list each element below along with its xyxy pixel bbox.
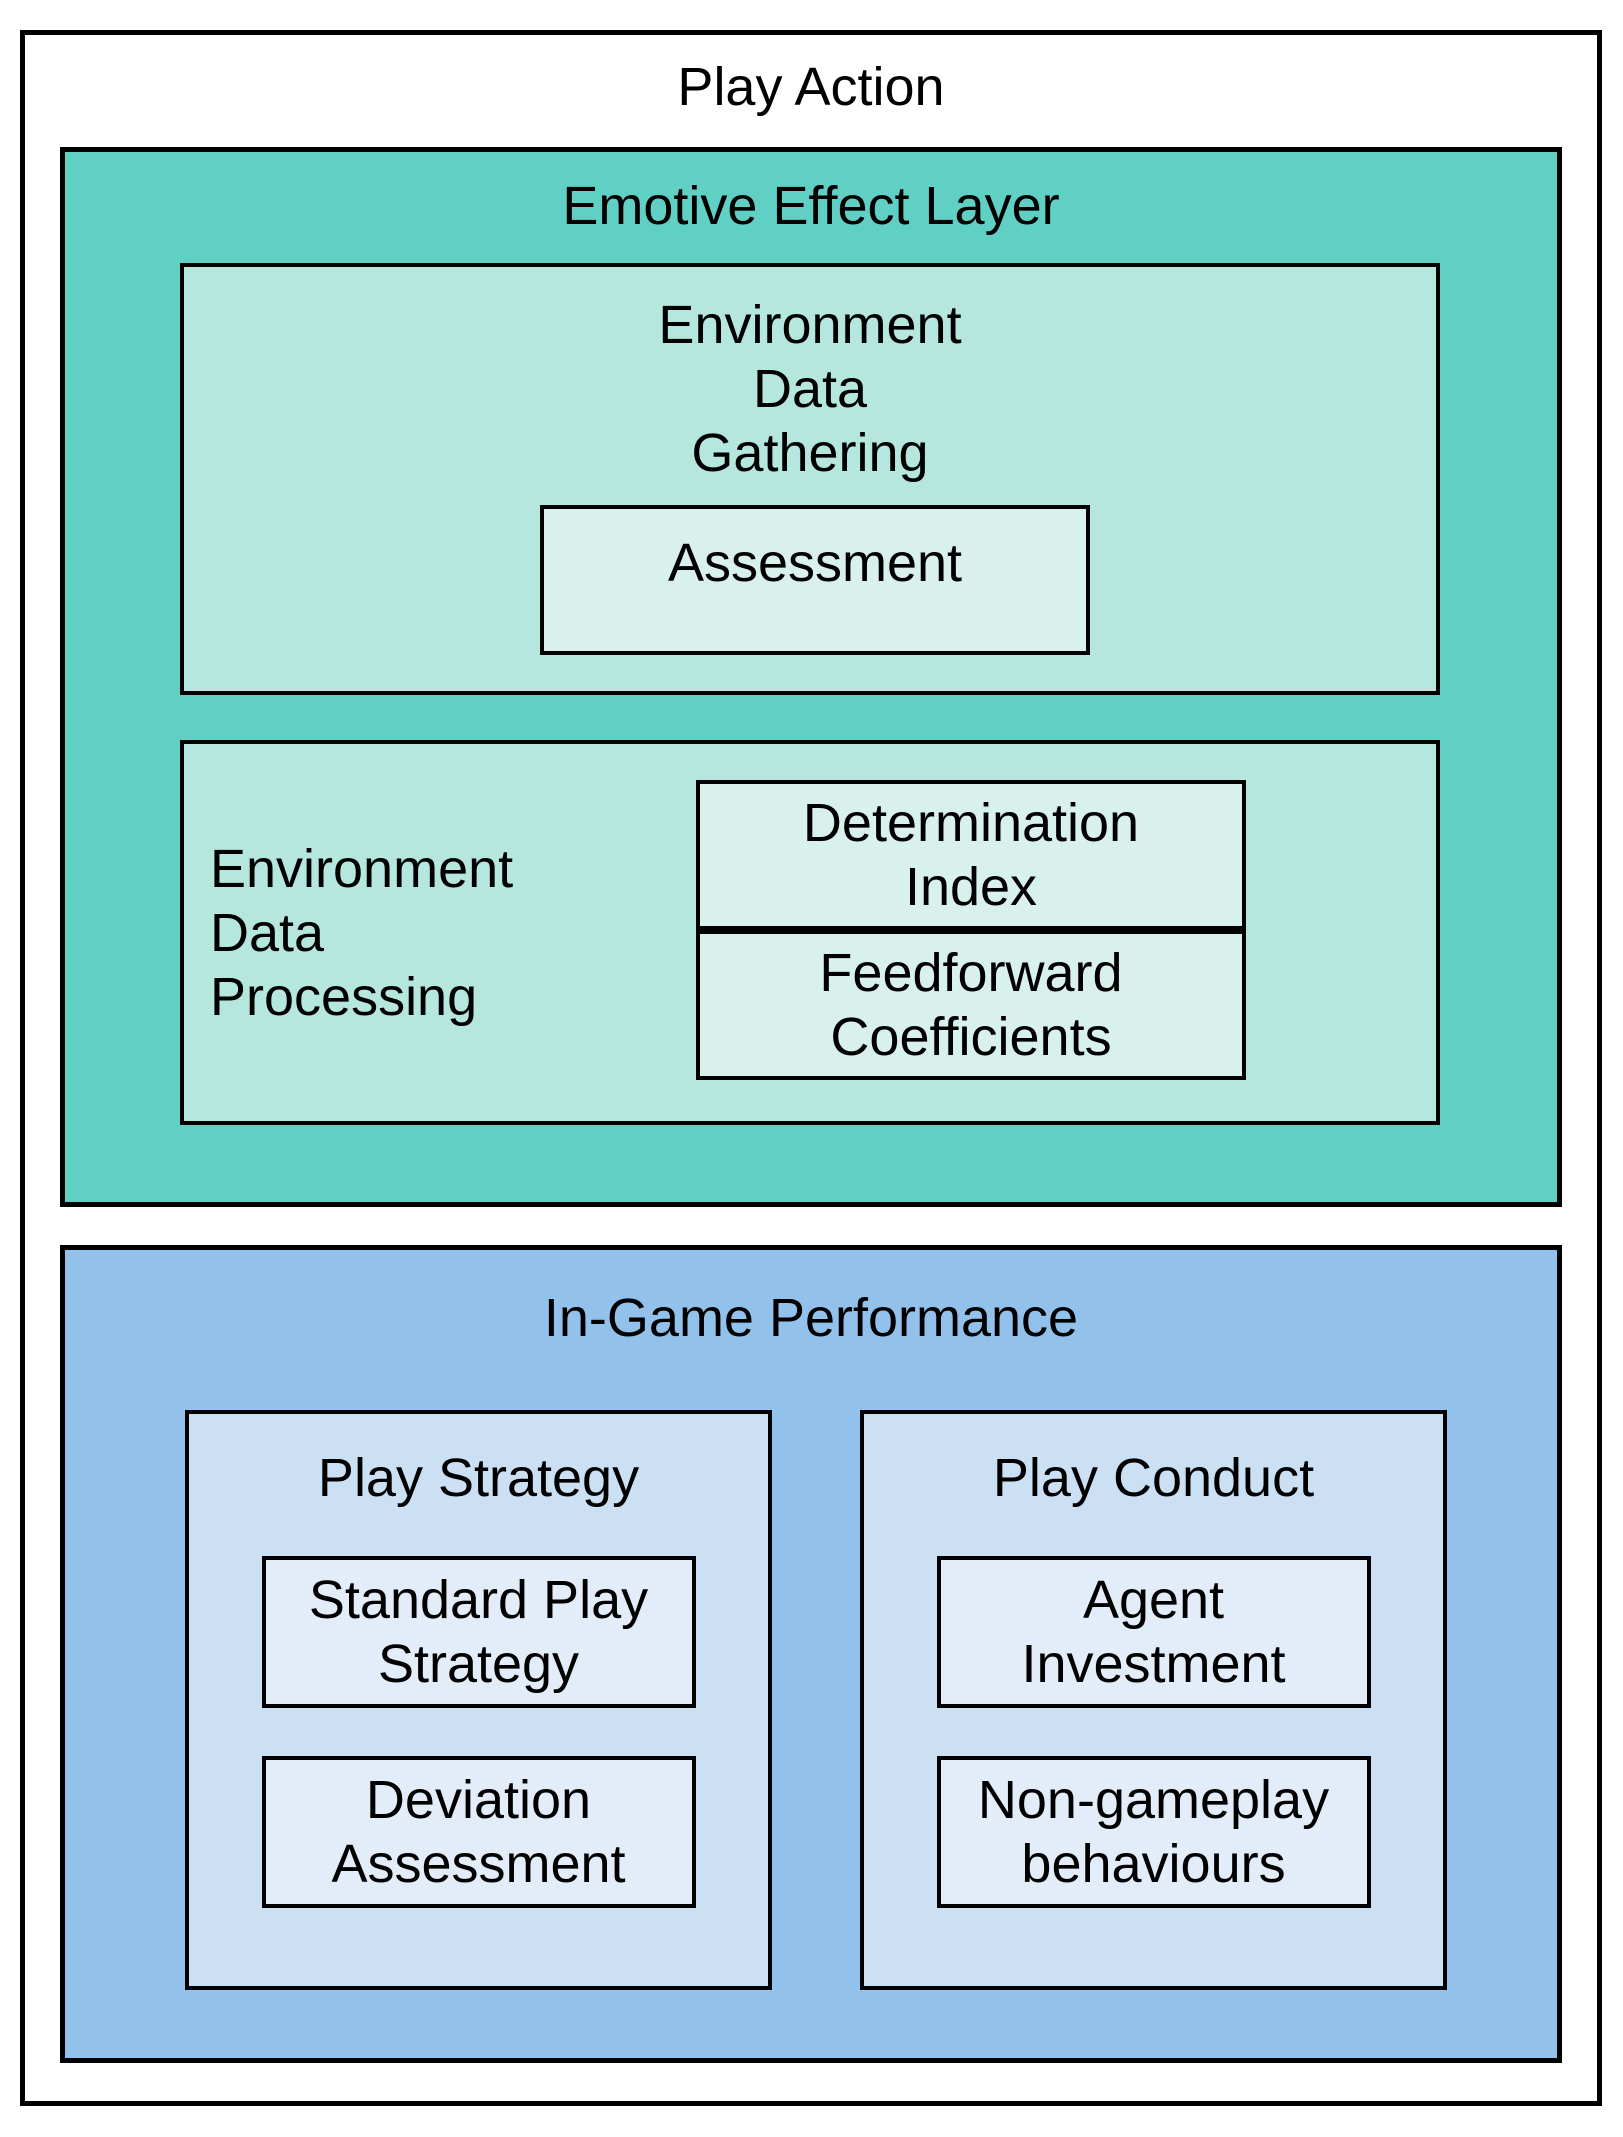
assessment-label: Assessment [667, 533, 963, 593]
emotive-effect-layer-title: Emotive Effect Layer [562, 176, 1060, 236]
play-strategy-box: Play Strategy Standard Play Strategy Dev… [185, 1410, 772, 1990]
standard-play-strategy-label: Standard Play Strategy [308, 1570, 649, 1694]
in-game-performance-title: In-Game Performance [543, 1288, 1079, 1348]
environment-data-gathering-title: Environment Data Gathering [658, 295, 962, 483]
play-action-title: Play Action [677, 57, 945, 117]
agent-investment-label: Agent Investment [1021, 1570, 1286, 1694]
play-conduct-box: Play Conduct Agent Investment Non-gamepl… [860, 1410, 1447, 1990]
environment-data-processing-label: Environment Data Processing [210, 838, 514, 1027]
non-gameplay-behaviours-box: Non-gameplay behaviours [936, 1756, 1371, 1908]
determination-index-label: Determination Index [802, 793, 1140, 917]
deviation-assessment-box: Deviation Assessment [261, 1756, 696, 1908]
play-conduct-title: Play Conduct [992, 1448, 1315, 1508]
feedforward-coefficients-label: Feedforward Coefficients [819, 943, 1123, 1067]
deviation-assessment-label: Deviation Assessment [331, 1770, 626, 1894]
agent-investment-box: Agent Investment [936, 1556, 1371, 1708]
environment-data-processing-box: Environment Data Processing Determinatio… [180, 740, 1440, 1125]
play-strategy-title: Play Strategy [317, 1448, 640, 1508]
assessment-box: Assessment [540, 505, 1090, 655]
processing-output-stack: Determination Index Feedforward Coeffici… [696, 780, 1246, 1080]
feedforward-coefficients-box: Feedforward Coefficients [696, 930, 1246, 1080]
determination-index-box: Determination Index [696, 780, 1246, 930]
play-action-box: Play Action Emotive Effect Layer Environ… [20, 30, 1602, 2106]
non-gameplay-behaviours-label: Non-gameplay behaviours [977, 1770, 1330, 1894]
in-game-performance-box: In-Game Performance Play Strategy Standa… [60, 1245, 1562, 2063]
standard-play-strategy-box: Standard Play Strategy [261, 1556, 696, 1708]
emotive-effect-layer-box: Emotive Effect Layer Environment Data Ga… [60, 147, 1562, 1207]
environment-data-gathering-box: Environment Data Gathering Assessment [180, 263, 1440, 695]
